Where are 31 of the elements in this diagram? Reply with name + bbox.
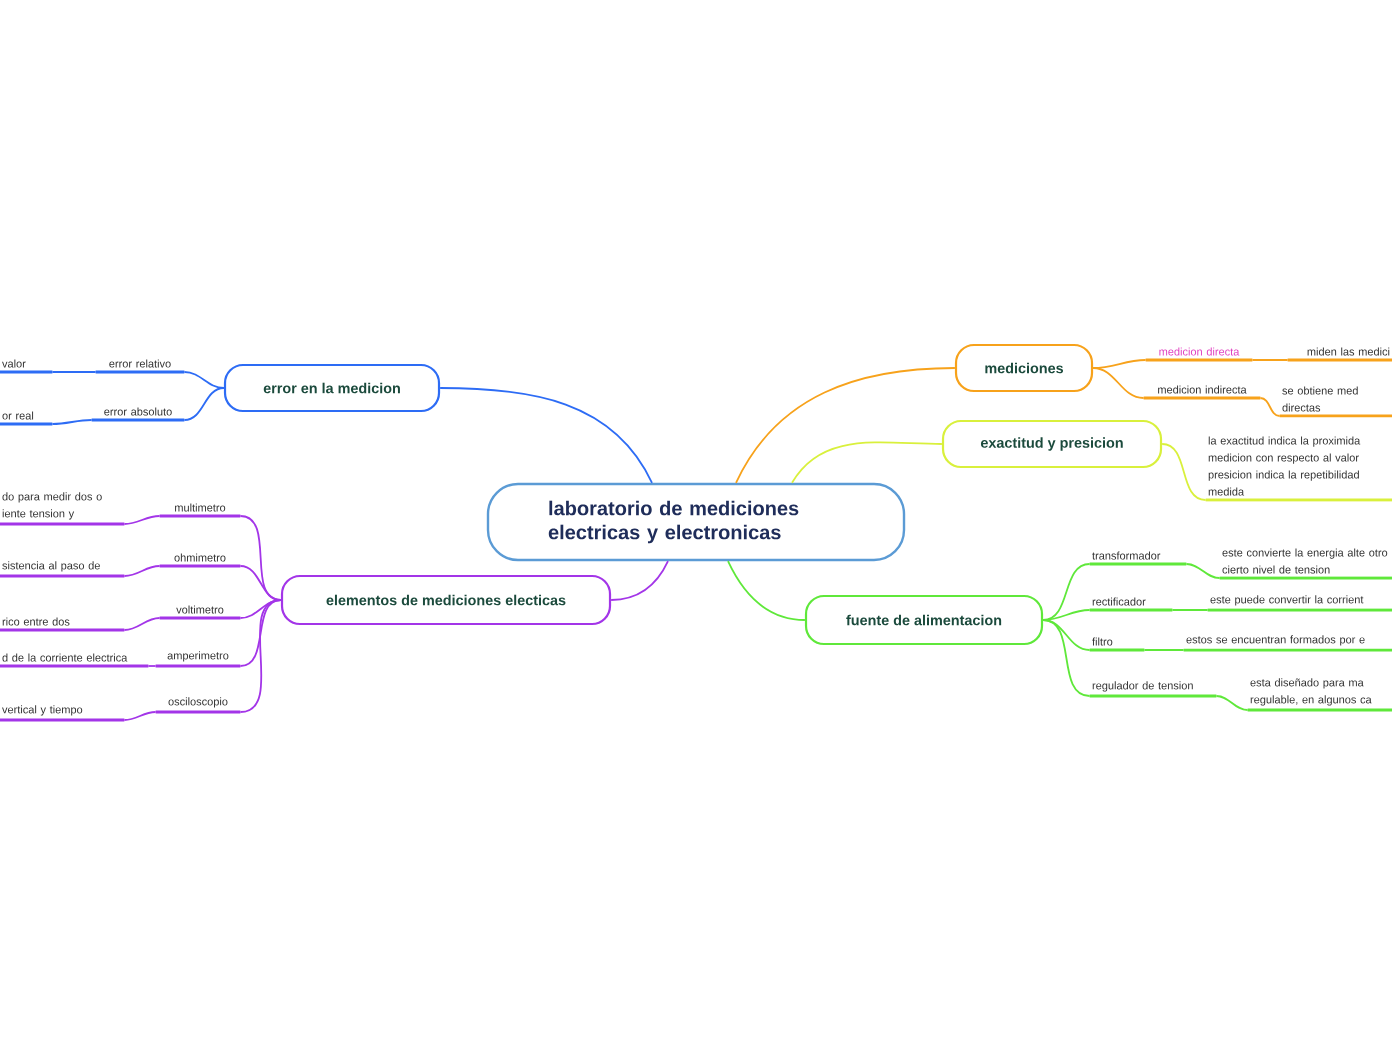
branch-line — [1185, 563, 1221, 579]
branch-line — [791, 441, 943, 484]
branch-line — [1161, 443, 1207, 501]
branch-line — [239, 599, 282, 667]
branch-line — [123, 617, 161, 631]
branch-line — [439, 387, 653, 484]
central-topic-box: laboratorio de mediciones electricas y electronicas — [486, 482, 906, 562]
branch-line — [1092, 367, 1145, 399]
branch-line — [183, 371, 225, 389]
branch-line — [51, 419, 93, 425]
branch-line — [123, 711, 157, 721]
branch-line — [123, 565, 161, 577]
branch-line — [727, 560, 806, 621]
branch-line — [123, 515, 161, 525]
branch-line — [1251, 359, 1289, 361]
branch-line — [239, 599, 282, 713]
branch-line — [1143, 649, 1185, 651]
branch-line — [1171, 609, 1209, 611]
branch-line — [1042, 619, 1091, 651]
branch-line — [1042, 619, 1091, 697]
branch-line — [147, 665, 157, 667]
branch-line — [183, 387, 225, 421]
branch-line — [735, 367, 956, 484]
branch-line — [1092, 359, 1147, 369]
branch-line — [1215, 695, 1249, 711]
branch-line — [610, 560, 669, 601]
branch-line — [239, 565, 282, 601]
branch-line — [1042, 609, 1091, 621]
branch-line — [1259, 397, 1281, 417]
branch-line — [51, 371, 97, 373]
branch-line — [1042, 563, 1091, 621]
